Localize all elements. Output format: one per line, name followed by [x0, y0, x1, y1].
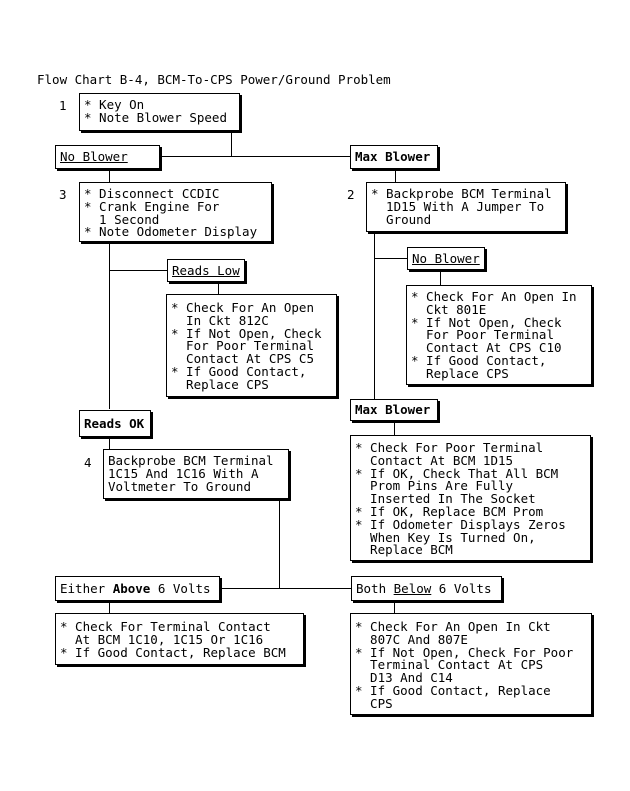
text-line: Replace BCM [355, 542, 453, 558]
text-line: CPS [355, 695, 393, 711]
connector-reads-low-down [218, 282, 219, 294]
connector-mb2-down [394, 421, 395, 435]
text-line: * Key On [84, 97, 145, 112]
connector-s2-down [374, 232, 375, 400]
text-line: Prom Pins Are Fully [355, 478, 514, 494]
text-line: Ckt 801E [411, 301, 487, 317]
chart-title: Flow Chart B-4, BCM-To-CPS Power/Ground … [37, 72, 391, 87]
text-line: 1D15 With A Jumper To [371, 198, 545, 214]
connector-below-down [394, 601, 395, 613]
step-number-2: 2 [347, 187, 355, 202]
text-line: * If Good Contact, Replace [355, 682, 551, 698]
text-line: When Key Is Turned On, [355, 529, 536, 545]
connector-readsok-down [109, 437, 110, 450]
branch-either-above: Either Above 6 Volts [55, 576, 220, 601]
text-line: D13 And C14 [355, 670, 453, 686]
text-line: * Check For An Open In [411, 289, 577, 304]
text-line: Contact At CPS C10 [411, 340, 562, 356]
text-line: Replace CPS [411, 365, 509, 381]
branch-max-blower-1: Max Blower [350, 145, 438, 169]
connector-split-h [160, 156, 350, 157]
text-line: Voltmeter To Ground [108, 478, 251, 494]
text-line: * If Not Open, Check For Poor [355, 644, 574, 660]
text-line: * Backprobe BCM Terminal [371, 186, 552, 201]
step-number-3: 3 [59, 187, 67, 202]
text-line: In Ckt 812C [171, 312, 269, 328]
text-line: 807C And 807E [355, 631, 468, 647]
result-1d15-text: * Check For Poor Terminal Contact At BCM… [355, 440, 566, 558]
step-number-4: 4 [84, 455, 92, 470]
text-line: * Crank Engine For [84, 198, 220, 214]
step-3-box: * Disconnect CCDIC* Crank Engine For 1 S… [79, 182, 272, 242]
connector-s1-down [231, 131, 232, 156]
text-line: Contact At CPS C5 [171, 351, 314, 367]
result-above-box: * Check For Terminal Contact At BCM 1C10… [55, 613, 304, 665]
connector-nb1-down [109, 169, 110, 183]
text-line: At BCM 1C10, 1C15 Or 1C16 [60, 631, 264, 647]
connector-above-down [109, 601, 110, 613]
result-1d15-box: * Check For Poor Terminal Contact At BCM… [350, 435, 591, 561]
text-line: * Note Odometer Display [84, 224, 258, 240]
text-line: For Poor Terminal [411, 327, 554, 343]
text-line: * Note Blower Speed [84, 109, 227, 125]
connector-volts-h [220, 588, 351, 589]
text-line: * If Good Contact, [171, 363, 307, 379]
text-line: Inserted In The Socket [355, 491, 536, 507]
step-1-text: * Key On* Note Blower Speed [84, 97, 227, 125]
text-line: * If Good Contact, [411, 352, 547, 368]
step-2-box: * Backprobe BCM Terminal 1D15 With A Jum… [366, 182, 566, 232]
branch-no-blower-2: No Blower [407, 247, 485, 270]
text-line: Backprobe BCM Terminal [108, 453, 274, 468]
text-line: * Check For An Open [171, 300, 314, 315]
text-line: Terminal Contact At CPS [355, 657, 544, 673]
result-812c-text: * Check For An Open In Ckt 812C* If Not … [171, 300, 322, 392]
text-line: * If Not Open, Check [171, 325, 322, 341]
text-line: 1 Second [84, 211, 160, 227]
connector-mb1-down [395, 169, 396, 187]
text-line: Contact At BCM 1D15 [355, 452, 514, 468]
text-line: * Disconnect CCDIC [84, 186, 220, 201]
branch-max-blower-2: Max Blower [350, 399, 438, 421]
branch-both-below: Both Below 6 Volts [351, 576, 502, 601]
text-line: * If Odometer Displays Zeros [355, 516, 566, 532]
step-2-text: * Backprobe BCM Terminal 1D15 With A Jum… [371, 186, 552, 227]
text-line: * If Good Contact, Replace BCM [60, 644, 286, 660]
result-above-text: * Check For Terminal Contact At BCM 1C10… [60, 619, 286, 660]
text-line: * If Not Open, Check [411, 314, 562, 330]
branch-no-blower-1: No Blower [55, 145, 160, 169]
text-line: * If OK, Replace BCM Prom [355, 503, 544, 519]
text-line: * Check For Poor Terminal [355, 440, 544, 455]
connector-nb2-down [440, 270, 441, 285]
result-801e-box: * Check For An Open In Ckt 801E* If Not … [406, 285, 592, 385]
text-line: Replace CPS [171, 376, 269, 392]
text-line: 1C15 And 1C16 With A [108, 465, 259, 481]
connector-s3-down [109, 242, 110, 409]
result-812c-box: * Check For An Open In Ckt 812C* If Not … [166, 294, 337, 397]
text-line: For Poor Terminal [171, 338, 314, 354]
text-line: * Check For An Open In Ckt [355, 619, 551, 634]
step-3-text: * Disconnect CCDIC* Crank Engine For 1 S… [84, 186, 258, 240]
connector-reads-low-h [109, 270, 167, 271]
step-1-box: * Key On* Note Blower Speed [79, 93, 240, 131]
result-801e-text: * Check For An Open In Ckt 801E* If Not … [411, 289, 577, 381]
branch-reads-ok: Reads OK [79, 410, 151, 437]
result-below-text: * Check For An Open In Ckt 807C And 807E… [355, 619, 574, 711]
step-number-1: 1 [59, 98, 67, 113]
connector-nb2-h [374, 258, 407, 259]
result-below-box: * Check For An Open In Ckt 807C And 807E… [350, 613, 592, 715]
connector-s4-down [279, 499, 280, 588]
text-line: * Check For Terminal Contact [60, 619, 271, 634]
branch-reads-low: Reads Low [167, 259, 245, 282]
text-line: * If OK, Check That All BCM [355, 465, 559, 481]
text-line: Ground [371, 211, 432, 227]
